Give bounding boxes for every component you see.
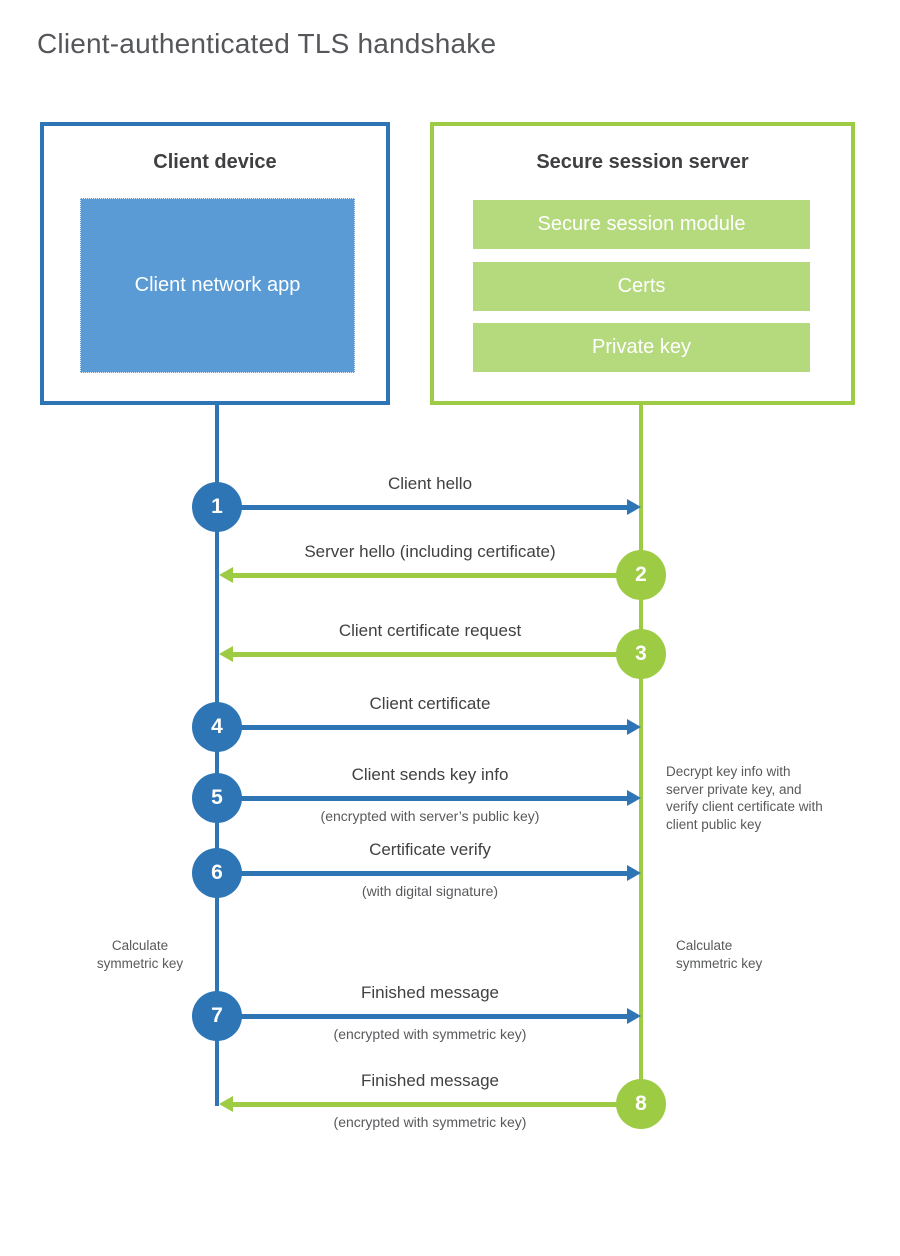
step-7-sublabel: (encrypted with symmetric key) xyxy=(333,1026,527,1042)
client-network-app-label: Client network app xyxy=(134,274,301,296)
client-calculate-symmetric-key-note: Calculate symmetric key xyxy=(96,938,184,971)
step-4-circle: 4 xyxy=(192,702,242,752)
step-5-circle: 5 xyxy=(192,773,242,823)
step-6-arrow-line xyxy=(219,871,627,876)
step-8-arrow-line xyxy=(233,1102,639,1107)
arrowhead-left-icon xyxy=(219,646,233,662)
step-5-arrow-line xyxy=(219,796,627,801)
page-title: Client-authenticated TLS handshake xyxy=(37,28,497,59)
step-1-arrow-line xyxy=(219,505,627,510)
arrowhead-left-icon xyxy=(219,567,233,583)
server-module-certs: Certs xyxy=(473,262,810,311)
server-module-secure-session: Secure session module xyxy=(473,200,810,249)
step-4-label: Client certificate xyxy=(369,694,491,713)
step-7-circle: 7 xyxy=(192,991,242,1041)
server-calculate-symmetric-key-note: Calculate symmetric key xyxy=(676,938,763,971)
step-2-arrow-line xyxy=(233,573,639,578)
step-5-sublabel: (encrypted with server’s public key) xyxy=(320,808,540,824)
step-6-circle: 6 xyxy=(192,848,242,898)
secure-session-server-title: Secure session server xyxy=(536,151,749,173)
step-7-label: Finished message xyxy=(361,983,499,1002)
client-network-app-box: Client network app xyxy=(80,198,355,373)
arrowhead-right-icon xyxy=(627,499,641,515)
step-6-sublabel: (with digital signature) xyxy=(361,883,499,899)
step-8-sublabel: (encrypted with symmetric key) xyxy=(333,1114,527,1130)
step-4-arrow-line xyxy=(219,725,627,730)
step-3-circle: 3 xyxy=(616,629,666,679)
step-1-circle: 1 xyxy=(192,482,242,532)
arrowhead-right-icon xyxy=(627,1008,641,1024)
arrowhead-left-icon xyxy=(219,1096,233,1112)
client-lifeline xyxy=(215,405,219,1106)
server-decrypt-note: Decrypt key info with server private key… xyxy=(666,764,823,832)
arrowhead-right-icon xyxy=(627,865,641,881)
server-module-private-key: Private key xyxy=(473,323,810,372)
step-6-label: Certificate verify xyxy=(369,840,491,859)
step-3-arrow-line xyxy=(233,652,639,657)
step-2-label: Server hello (including certificate) xyxy=(304,542,556,561)
server-lifeline xyxy=(639,405,643,1129)
step-8-label: Finished message xyxy=(361,1071,499,1090)
step-3-label: Client certificate request xyxy=(338,621,522,640)
step-2-circle: 2 xyxy=(616,550,666,600)
step-5-label: Client sends key info xyxy=(351,765,509,784)
client-device-title: Client device xyxy=(153,151,277,173)
step-8-circle: 8 xyxy=(616,1079,666,1129)
step-7-arrow-line xyxy=(219,1014,627,1019)
arrowhead-right-icon xyxy=(627,719,641,735)
arrowhead-right-icon xyxy=(627,790,641,806)
step-1-label: Client hello xyxy=(387,474,473,493)
